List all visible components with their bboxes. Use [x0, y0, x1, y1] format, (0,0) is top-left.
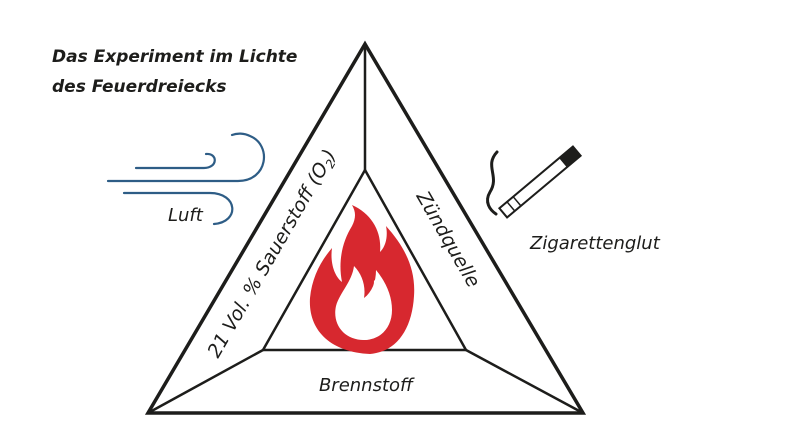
- outer-triangle: [144, 40, 587, 415]
- flame-icon: [309, 205, 415, 354]
- cigarette-glow-label: Zigarettenglut: [530, 233, 660, 254]
- diagram-title: Das Experiment im Lichte des Feuerdreiec…: [52, 42, 297, 102]
- triangle-connectors: [147, 44, 584, 415]
- wind-icon: [106, 132, 266, 226]
- air-label: Luft: [168, 205, 203, 226]
- title-line-2: des Feuerdreiecks: [52, 77, 227, 97]
- fuel-label: Brennstoff: [319, 375, 415, 396]
- cigarette-icon: [486, 145, 583, 219]
- title-line-1: Das Experiment im Lichte: [52, 47, 298, 67]
- ignition-source-label: Zündquelle: [411, 187, 484, 292]
